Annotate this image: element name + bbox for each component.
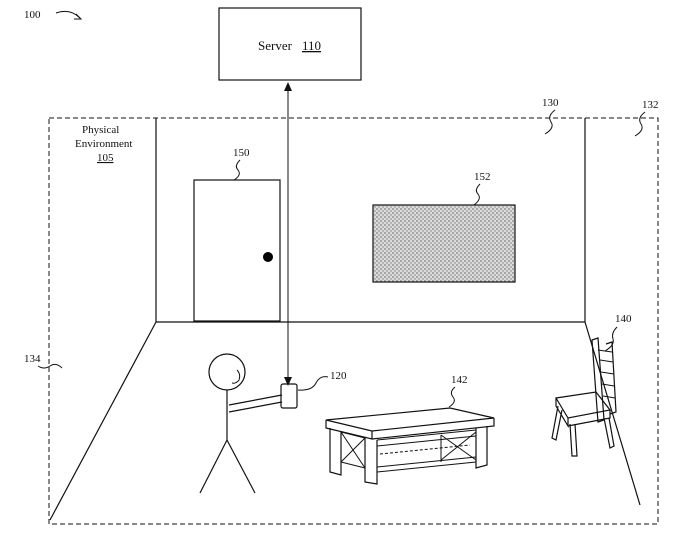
door-knob — [263, 252, 273, 262]
environment-label-line1: Physical — [82, 124, 119, 136]
environment-ref: 105 — [97, 152, 114, 164]
table-ref-label: 142 — [451, 374, 468, 386]
boundary-ref-leader — [634, 111, 646, 137]
painting-ref-leader — [473, 183, 481, 206]
floor-ref-label: 134 — [24, 353, 41, 365]
device — [280, 383, 298, 409]
figure-ref-arrowhead — [74, 13, 83, 20]
environment-label-line2: Environment — [75, 138, 132, 150]
table-ref-leader — [448, 386, 456, 408]
painting-ref-label: 152 — [474, 171, 491, 183]
connection-arrow-down — [284, 377, 292, 386]
server-box: Server 110 — [218, 7, 362, 81]
boundary-ref-label: 132 — [642, 99, 659, 111]
room-wall — [49, 118, 641, 521]
device-ref-label: 120 — [330, 370, 347, 382]
chair — [551, 337, 617, 457]
floor-ref-leader — [37, 363, 63, 369]
physical-environment-boundary — [48, 117, 659, 525]
door-ref-label: 150 — [233, 147, 250, 159]
figure-ref-label: 100 — [24, 9, 41, 21]
painting — [372, 204, 516, 283]
device-ref-leader — [297, 376, 329, 391]
connection-arrow-up — [284, 82, 292, 91]
server-ref: 110 — [302, 38, 321, 53]
door-ref-leader — [233, 159, 241, 181]
coffee-table — [325, 407, 495, 485]
wall-ref-label: 130 — [542, 97, 559, 109]
chair-ref-label: 140 — [615, 313, 632, 325]
user-figure — [199, 353, 283, 494]
door — [193, 179, 281, 322]
wall-ref-leader — [544, 109, 556, 135]
server-label: Server — [258, 38, 293, 53]
chair-ref-leader — [604, 326, 618, 352]
